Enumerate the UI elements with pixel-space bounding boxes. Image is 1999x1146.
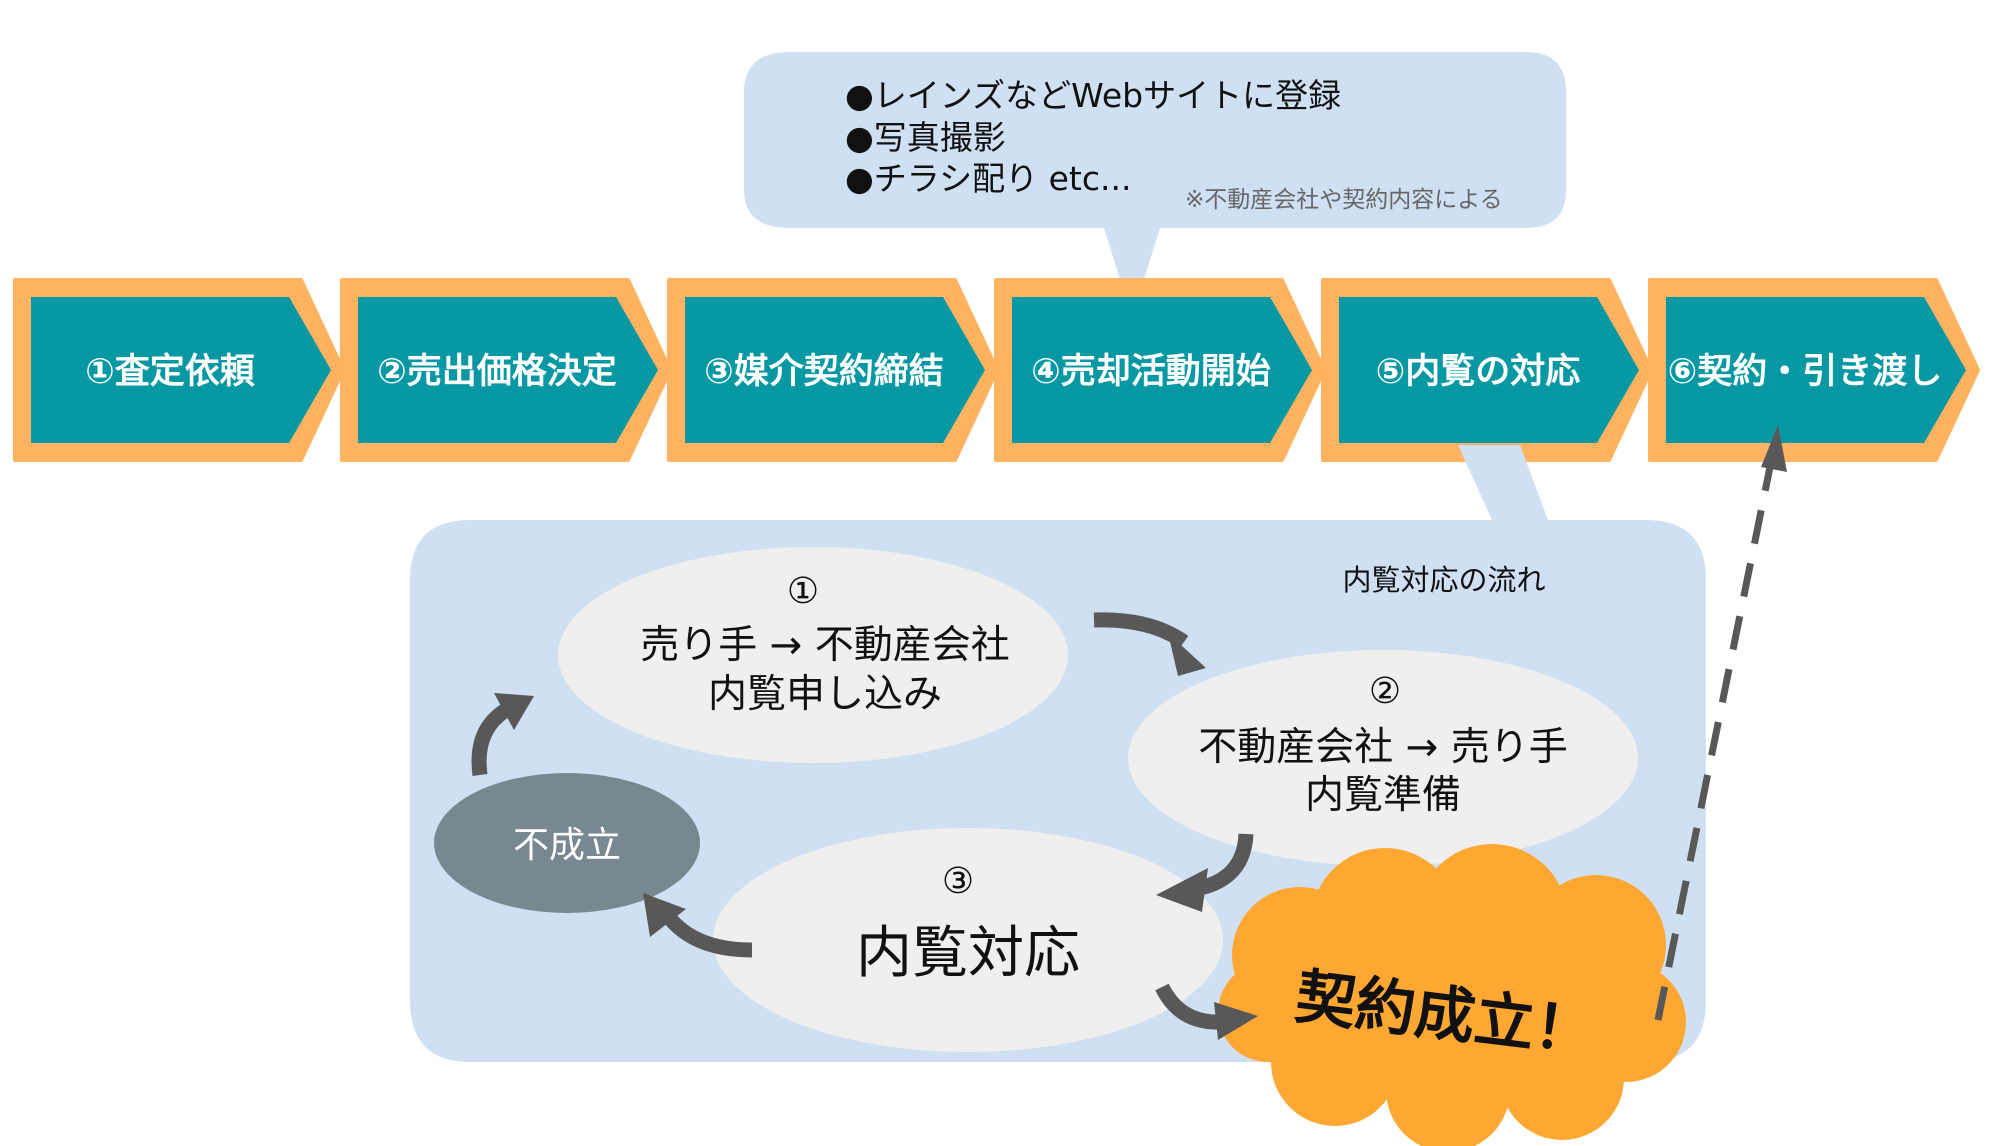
success-cloud: 契約成立！	[1218, 844, 1686, 1146]
failure-label: 不成立	[513, 825, 621, 866]
arrow-step3-to-failure	[643, 893, 753, 958]
process-step-5: ⑤内覧の対応	[1321, 278, 1653, 462]
process-step-label: ④売却活動開始	[1031, 352, 1271, 392]
process-step-label: ①査定依頼	[85, 352, 256, 392]
viewing-flow-title: 内覧対応の流れ	[1342, 563, 1545, 597]
process-step-label: ②売出価格決定	[377, 352, 617, 392]
flow-step-1-number: ①	[787, 571, 819, 612]
flow-step-2: ② 不動産会社 → 売り手 内覧準備	[1128, 650, 1638, 866]
dashed-arrow-to-contract	[1654, 425, 1787, 1021]
process-step-2: ②売出価格決定	[340, 278, 672, 462]
callout-item-2: ●写真撮影	[845, 118, 1006, 157]
process-step-3: ③媒介契約締結	[667, 278, 999, 462]
flow-step-2-line2: 内覧準備	[1305, 773, 1461, 818]
process-step-label: ③媒介契約締結	[704, 352, 944, 392]
flow-step-3-number: ③	[942, 861, 974, 902]
flow-step-3-line1: 内覧対応	[856, 921, 1080, 986]
process-step-label: ⑥契約・引き渡し	[1668, 352, 1943, 392]
arrow-step2-to-step3	[1156, 833, 1254, 912]
process-step-label: ⑤内覧の対応	[1376, 352, 1581, 392]
flow-step-2-number: ②	[1369, 671, 1401, 712]
arrow-step1-to-step2	[1093, 612, 1206, 676]
failure-node: 不成立	[434, 773, 700, 913]
flow-step-1-line2: 内覧申し込み	[708, 672, 942, 717]
callout-note: ※不動産会社や契約内容による	[1185, 187, 1503, 213]
flow-arrows	[471, 612, 1258, 1040]
process-step-fill	[1012, 297, 1312, 443]
flow-step-2-line1: 不動産会社 → 売り手	[1198, 725, 1567, 770]
process-step-fill	[358, 297, 658, 443]
process-step-1: ①査定依頼	[13, 278, 345, 462]
flow-step-1-line1: 売り手 → 不動産会社	[640, 623, 1009, 668]
arrow-failure-to-step1	[471, 693, 534, 776]
flow-step-3: ③ 内覧対応	[713, 828, 1223, 1052]
flow-step-1: ① 売り手 → 不動産会社 内覧申し込み	[558, 547, 1068, 763]
callout-item-3: ●チラシ配り etc...	[845, 159, 1131, 198]
process-steps: ①査定依頼 ②売出価格決定 ③媒介契約締結 ④売却活動開始 ⑤内覧の対応 ⑥契約・引き渡し	[13, 278, 1980, 462]
process-step-4: ④売却活動開始	[994, 278, 1326, 462]
process-step-fill	[685, 297, 985, 443]
process-step-fill	[1339, 297, 1639, 443]
arrow-step3-to-success	[1155, 983, 1258, 1040]
process-step-fill	[1666, 297, 1966, 443]
process-step-fill	[31, 297, 331, 443]
process-step-6: ⑥契約・引き渡し	[1648, 278, 1980, 462]
callout-item-1: ●レインズなどWebサイトに登録	[845, 76, 1341, 115]
activities-callout: ●レインズなどWebサイトに登録 ●写真撮影 ●チラシ配り etc... ※不動…	[744, 52, 1566, 318]
